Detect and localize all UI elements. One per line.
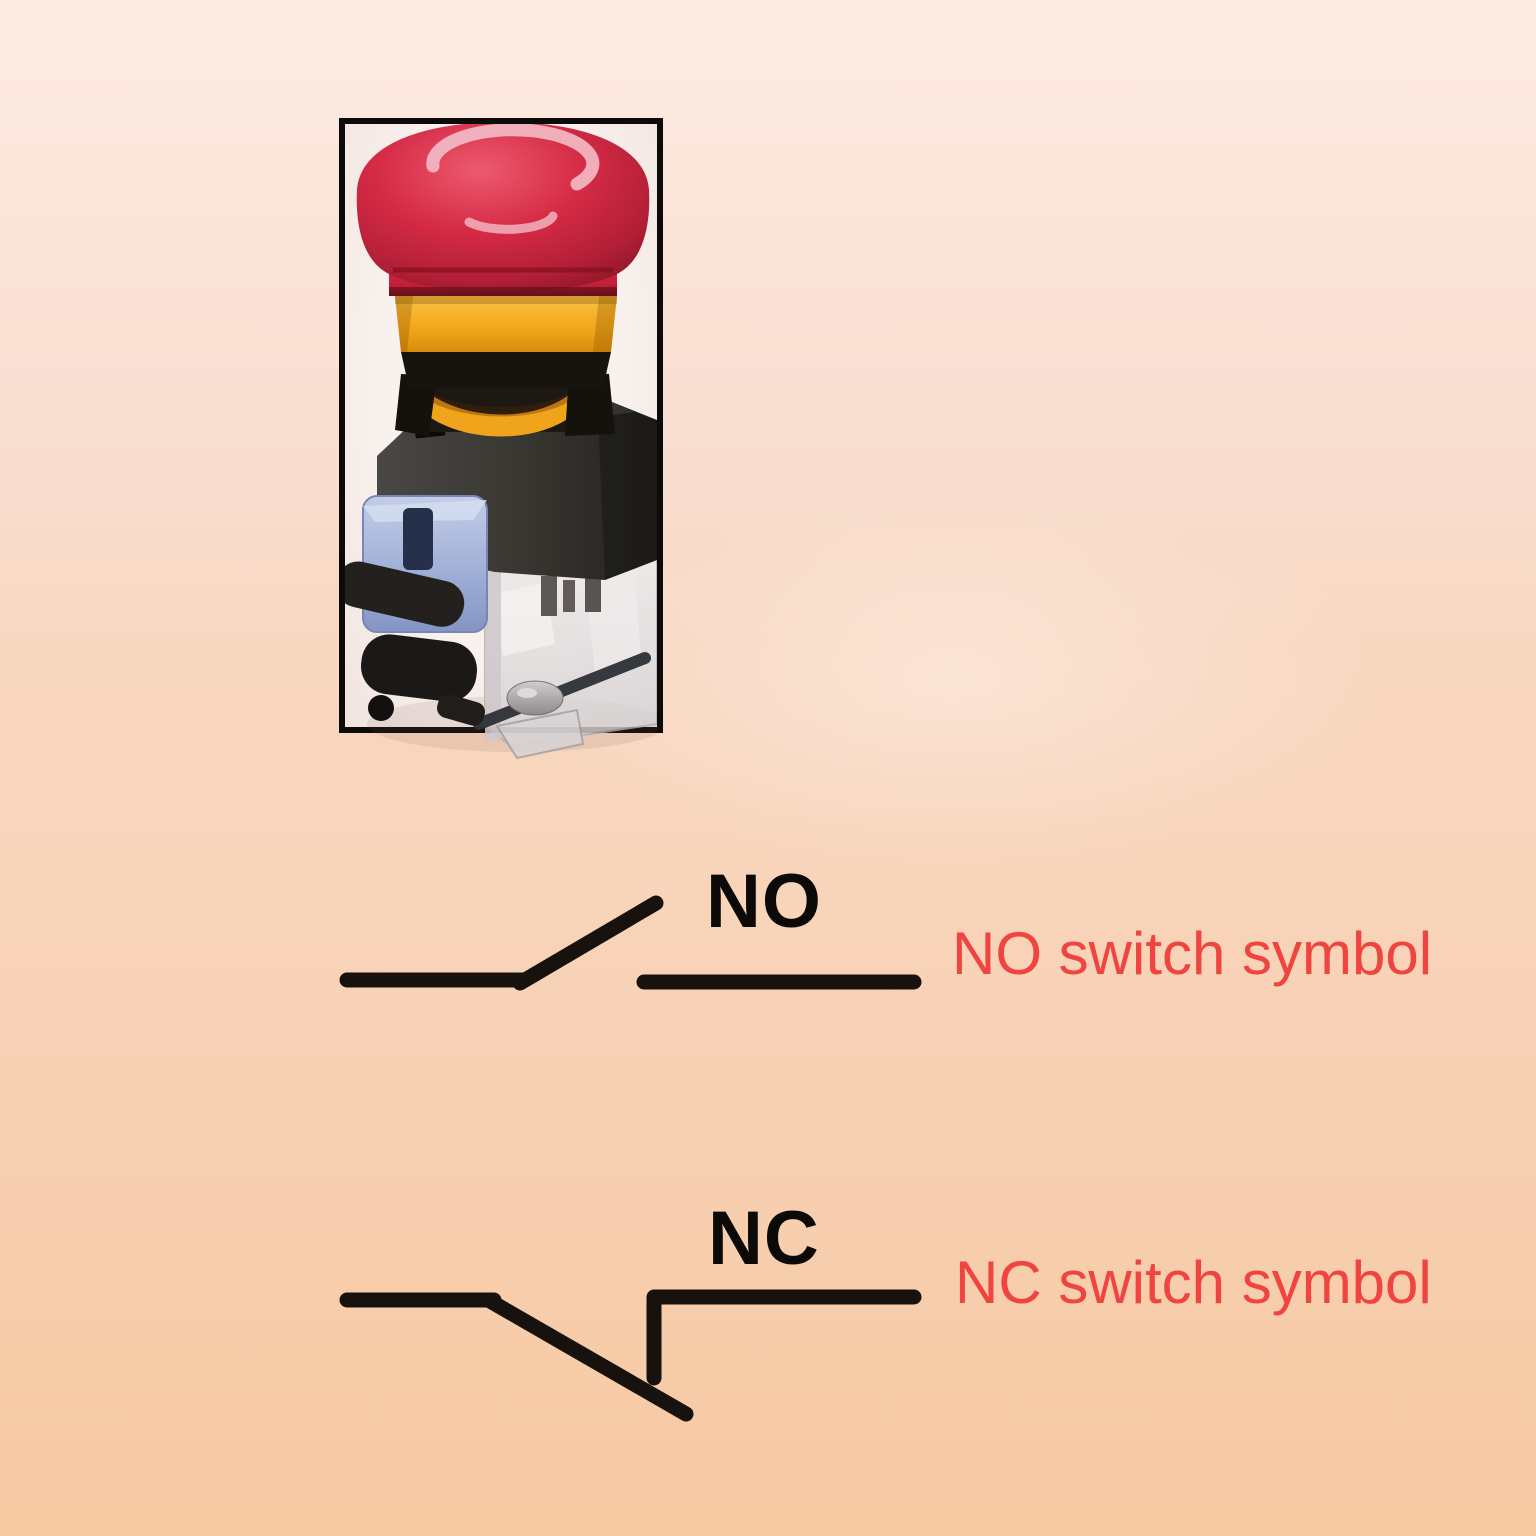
yellow-collar: [395, 296, 617, 388]
no-symbol-caption: NO switch symbol: [952, 920, 1433, 987]
mushroom-cap: [356, 124, 650, 296]
contact-block: [473, 552, 657, 760]
black-lever-bar: [345, 561, 465, 627]
bottom-black-parts: [360, 634, 486, 726]
estop-photo: [345, 124, 657, 760]
estop-photo-frame: [339, 118, 663, 760]
nc-switch-symbol: [339, 1289, 922, 1422]
nc-symbol-caption: NC switch symbol: [955, 1249, 1432, 1316]
no-switch-symbol: [339, 895, 922, 991]
nc-symbol-label: NC: [708, 1196, 820, 1281]
no-symbol-label: NO: [706, 859, 822, 944]
button-stem: [395, 372, 615, 437]
